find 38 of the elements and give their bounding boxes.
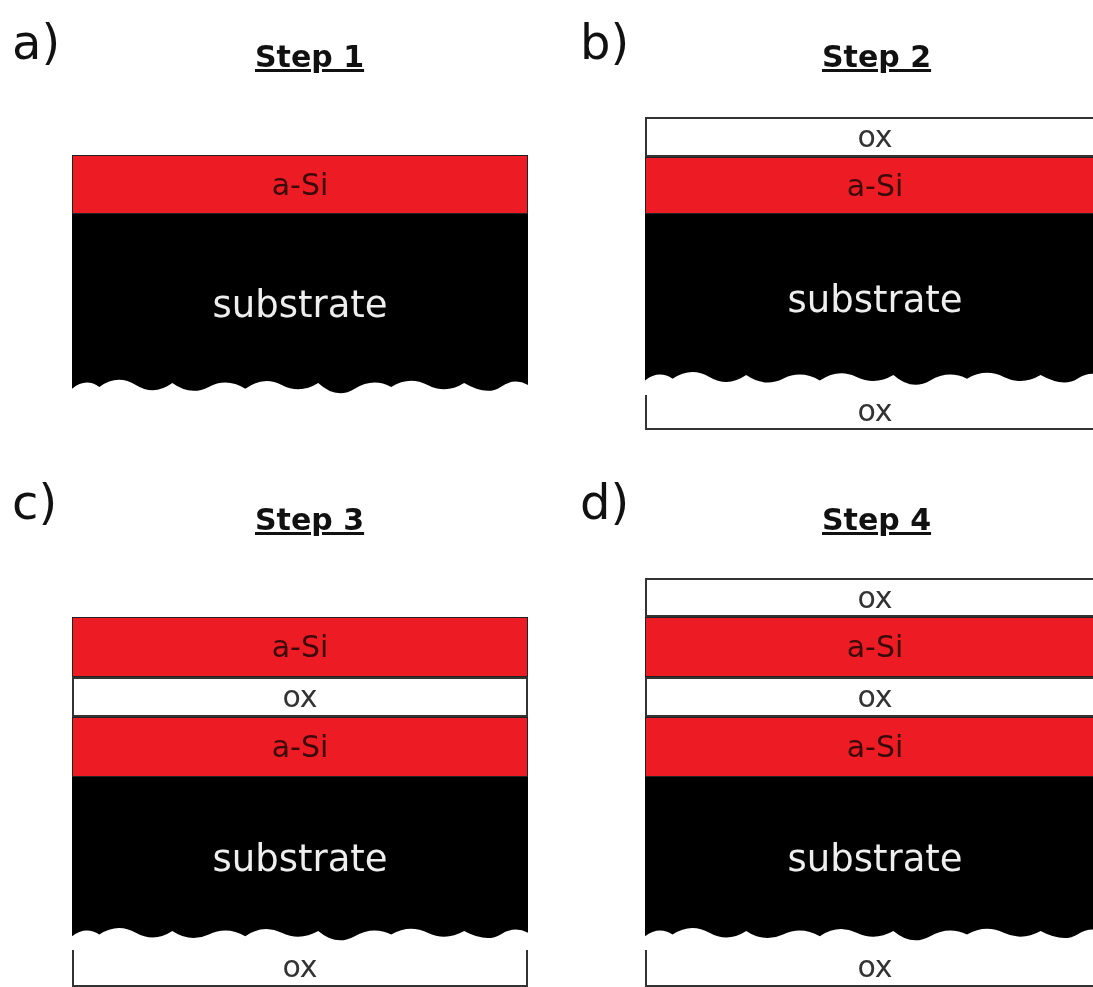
layer-label: a-Si [846, 170, 904, 201]
panel-letter: a) [12, 18, 61, 66]
oxide-layer [645, 578, 1093, 617]
layer-label: ox [282, 952, 318, 982]
oxide-layer [72, 950, 528, 987]
oxide-layer [645, 950, 1093, 987]
silicon-layer [72, 717, 528, 777]
layer-label: a-Si [846, 632, 904, 662]
layer-label: ox [857, 582, 893, 613]
step-heading: Step 3 [255, 505, 365, 535]
layer-label: substrate [787, 840, 963, 877]
step-heading: Step 4 [822, 505, 932, 535]
oxide-layer [645, 117, 1093, 157]
step-heading: Step 1 [255, 42, 365, 72]
oxide-layer [72, 677, 528, 717]
silicon-layer [645, 717, 1093, 777]
layer-label: a-Si [846, 732, 904, 762]
silicon-layer [645, 157, 1093, 214]
layer-label: substrate [212, 285, 388, 323]
layer-label: substrate [212, 840, 388, 877]
layer-label: a-Si [271, 732, 329, 762]
panel-letter: c) [12, 478, 58, 526]
step-heading: Step 2 [822, 42, 932, 72]
panel-letter: d) [580, 478, 630, 526]
layer-label: ox [282, 682, 318, 712]
layer-label: ox [857, 682, 893, 712]
oxide-layer [645, 677, 1093, 717]
layer-label: ox [857, 396, 893, 426]
layer-label: a-Si [271, 632, 329, 662]
layer-label: a-Si [271, 169, 329, 200]
layer-label: ox [857, 122, 893, 152]
silicon-layer [72, 155, 528, 214]
silicon-layer [72, 617, 528, 677]
silicon-layer [645, 617, 1093, 677]
layer-label: substrate [787, 281, 963, 318]
layer-label: ox [857, 952, 893, 982]
oxide-layer [645, 395, 1093, 430]
panel-letter: b) [580, 18, 630, 66]
